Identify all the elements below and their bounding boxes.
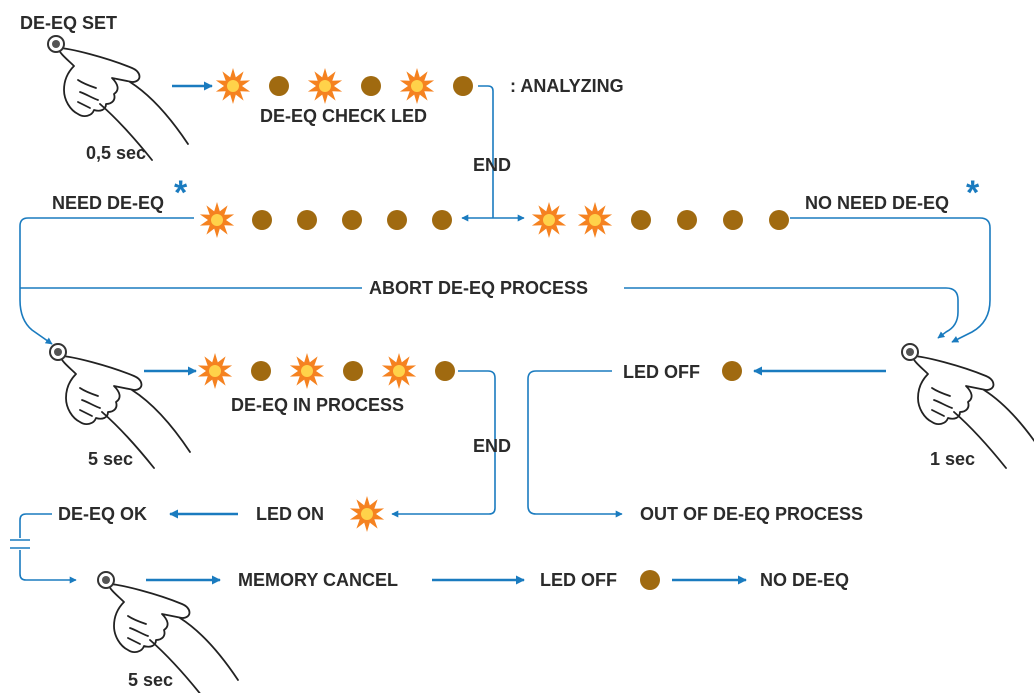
label-memory-cancel: MEMORY CANCEL <box>238 570 398 590</box>
line-need-down <box>19 217 194 345</box>
line-ok-down <box>19 513 52 538</box>
led-row-no-need <box>531 202 789 238</box>
led-off-icon <box>343 361 363 381</box>
label-de-eq-set: DE-EQ SET <box>20 13 117 33</box>
led-row-led-off-1 <box>722 361 742 381</box>
label-5-sec-2: 5 sec <box>128 670 173 690</box>
label-led-off-2: LED OFF <box>540 570 617 590</box>
asterisk-no-need: * <box>966 174 980 212</box>
line-no-need-down <box>790 217 991 343</box>
label-in-process: DE-EQ IN PROCESS <box>231 395 404 415</box>
label-abort: ABORT DE-EQ PROCESS <box>369 278 588 298</box>
label-1-sec: 1 sec <box>930 449 975 469</box>
led-on-core <box>301 365 313 377</box>
label-no-need-de-eq: NO NEED DE-EQ <box>805 193 949 213</box>
label-no-de-eq: NO DE-EQ <box>760 570 849 590</box>
led-off-icon <box>677 210 697 230</box>
led-off-icon <box>769 210 789 230</box>
led-on-core <box>227 80 239 92</box>
led-on-core <box>211 214 223 226</box>
label-0-5-sec: 0,5 sec <box>86 143 146 163</box>
label-5-sec-1: 5 sec <box>88 449 133 469</box>
label-end-2: END <box>473 436 511 456</box>
line-in-process-end <box>391 370 496 518</box>
button-icon-4[interactable] <box>97 571 115 589</box>
label-led-on: LED ON <box>256 504 324 524</box>
led-off-icon <box>722 361 742 381</box>
led-off-icon <box>723 210 743 230</box>
led-on-core <box>589 214 601 226</box>
led-off-icon <box>361 76 381 96</box>
label-end-1: END <box>473 155 511 175</box>
led-on-core <box>393 365 405 377</box>
led-row-led-off-2 <box>640 570 660 590</box>
led-off-icon <box>252 210 272 230</box>
led-off-icon <box>269 76 289 96</box>
led-off-icon <box>387 210 407 230</box>
label-check-led: DE-EQ CHECK LED <box>260 106 427 126</box>
led-on-core <box>543 214 555 226</box>
press-hand-1 <box>47 35 189 161</box>
led-off-icon <box>435 361 455 381</box>
led-off-icon <box>640 570 660 590</box>
label-de-eq-ok: DE-EQ OK <box>58 504 147 524</box>
label-out-of-process: OUT OF DE-EQ PROCESS <box>640 504 863 524</box>
label-analyzing: : ANALYZING <box>510 76 624 96</box>
asterisk-need: * <box>174 174 188 212</box>
line-out-of-process <box>527 370 623 518</box>
line-analyzing-to-end <box>478 85 494 218</box>
led-on-core <box>361 508 373 520</box>
led-row-analyzing <box>215 68 473 104</box>
button-icon-3[interactable] <box>901 343 919 361</box>
led-off-icon <box>631 210 651 230</box>
line-ok-down-2 <box>19 550 77 584</box>
flow-lines <box>10 81 991 585</box>
button-icon-2[interactable] <box>49 343 67 361</box>
led-off-icon <box>251 361 271 381</box>
line-abort-right <box>624 287 959 339</box>
led-off-icon <box>342 210 362 230</box>
led-row-led-on <box>349 496 385 532</box>
led-row-in-process <box>197 353 455 389</box>
label-led-off-1: LED OFF <box>623 362 700 382</box>
led-on-core <box>411 80 423 92</box>
led-off-icon <box>297 210 317 230</box>
led-on-core <box>319 80 331 92</box>
set-button-icon[interactable] <box>47 35 65 53</box>
led-row-need <box>199 202 452 238</box>
label-need-de-eq: NEED DE-EQ <box>52 193 164 213</box>
led-on-core <box>209 365 221 377</box>
led-off-icon <box>432 210 452 230</box>
led-off-icon <box>453 76 473 96</box>
